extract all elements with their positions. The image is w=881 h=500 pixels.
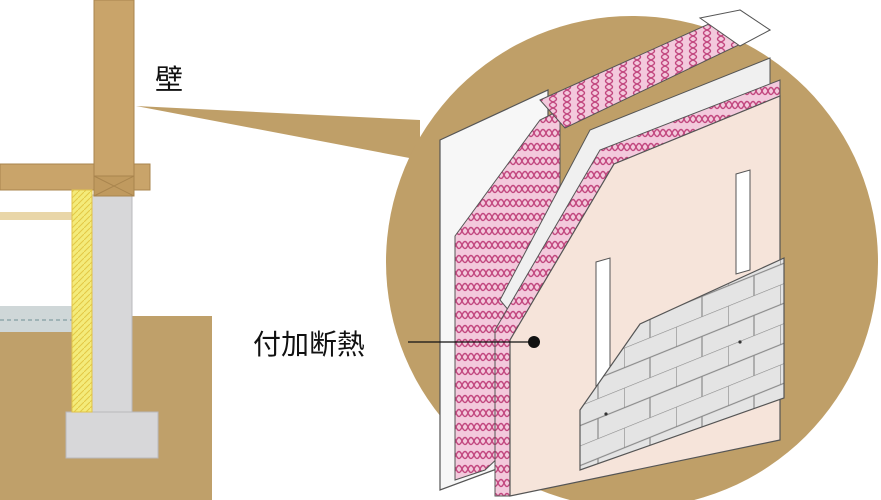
wall-label: 壁 xyxy=(155,63,184,96)
batten xyxy=(595,257,611,387)
foundation-insulation xyxy=(71,189,93,413)
wall-cutaway xyxy=(439,9,785,497)
callout-wedge xyxy=(136,106,420,160)
insulation-marker-dot xyxy=(528,336,540,348)
floor-joist xyxy=(0,212,80,220)
exterior-siding xyxy=(579,257,785,471)
wall-stud xyxy=(93,0,135,177)
foundation-footing xyxy=(65,411,159,459)
foundation-wall xyxy=(91,194,133,421)
added-insulation-label: 付加断熱 xyxy=(253,328,366,361)
batten xyxy=(735,169,751,275)
